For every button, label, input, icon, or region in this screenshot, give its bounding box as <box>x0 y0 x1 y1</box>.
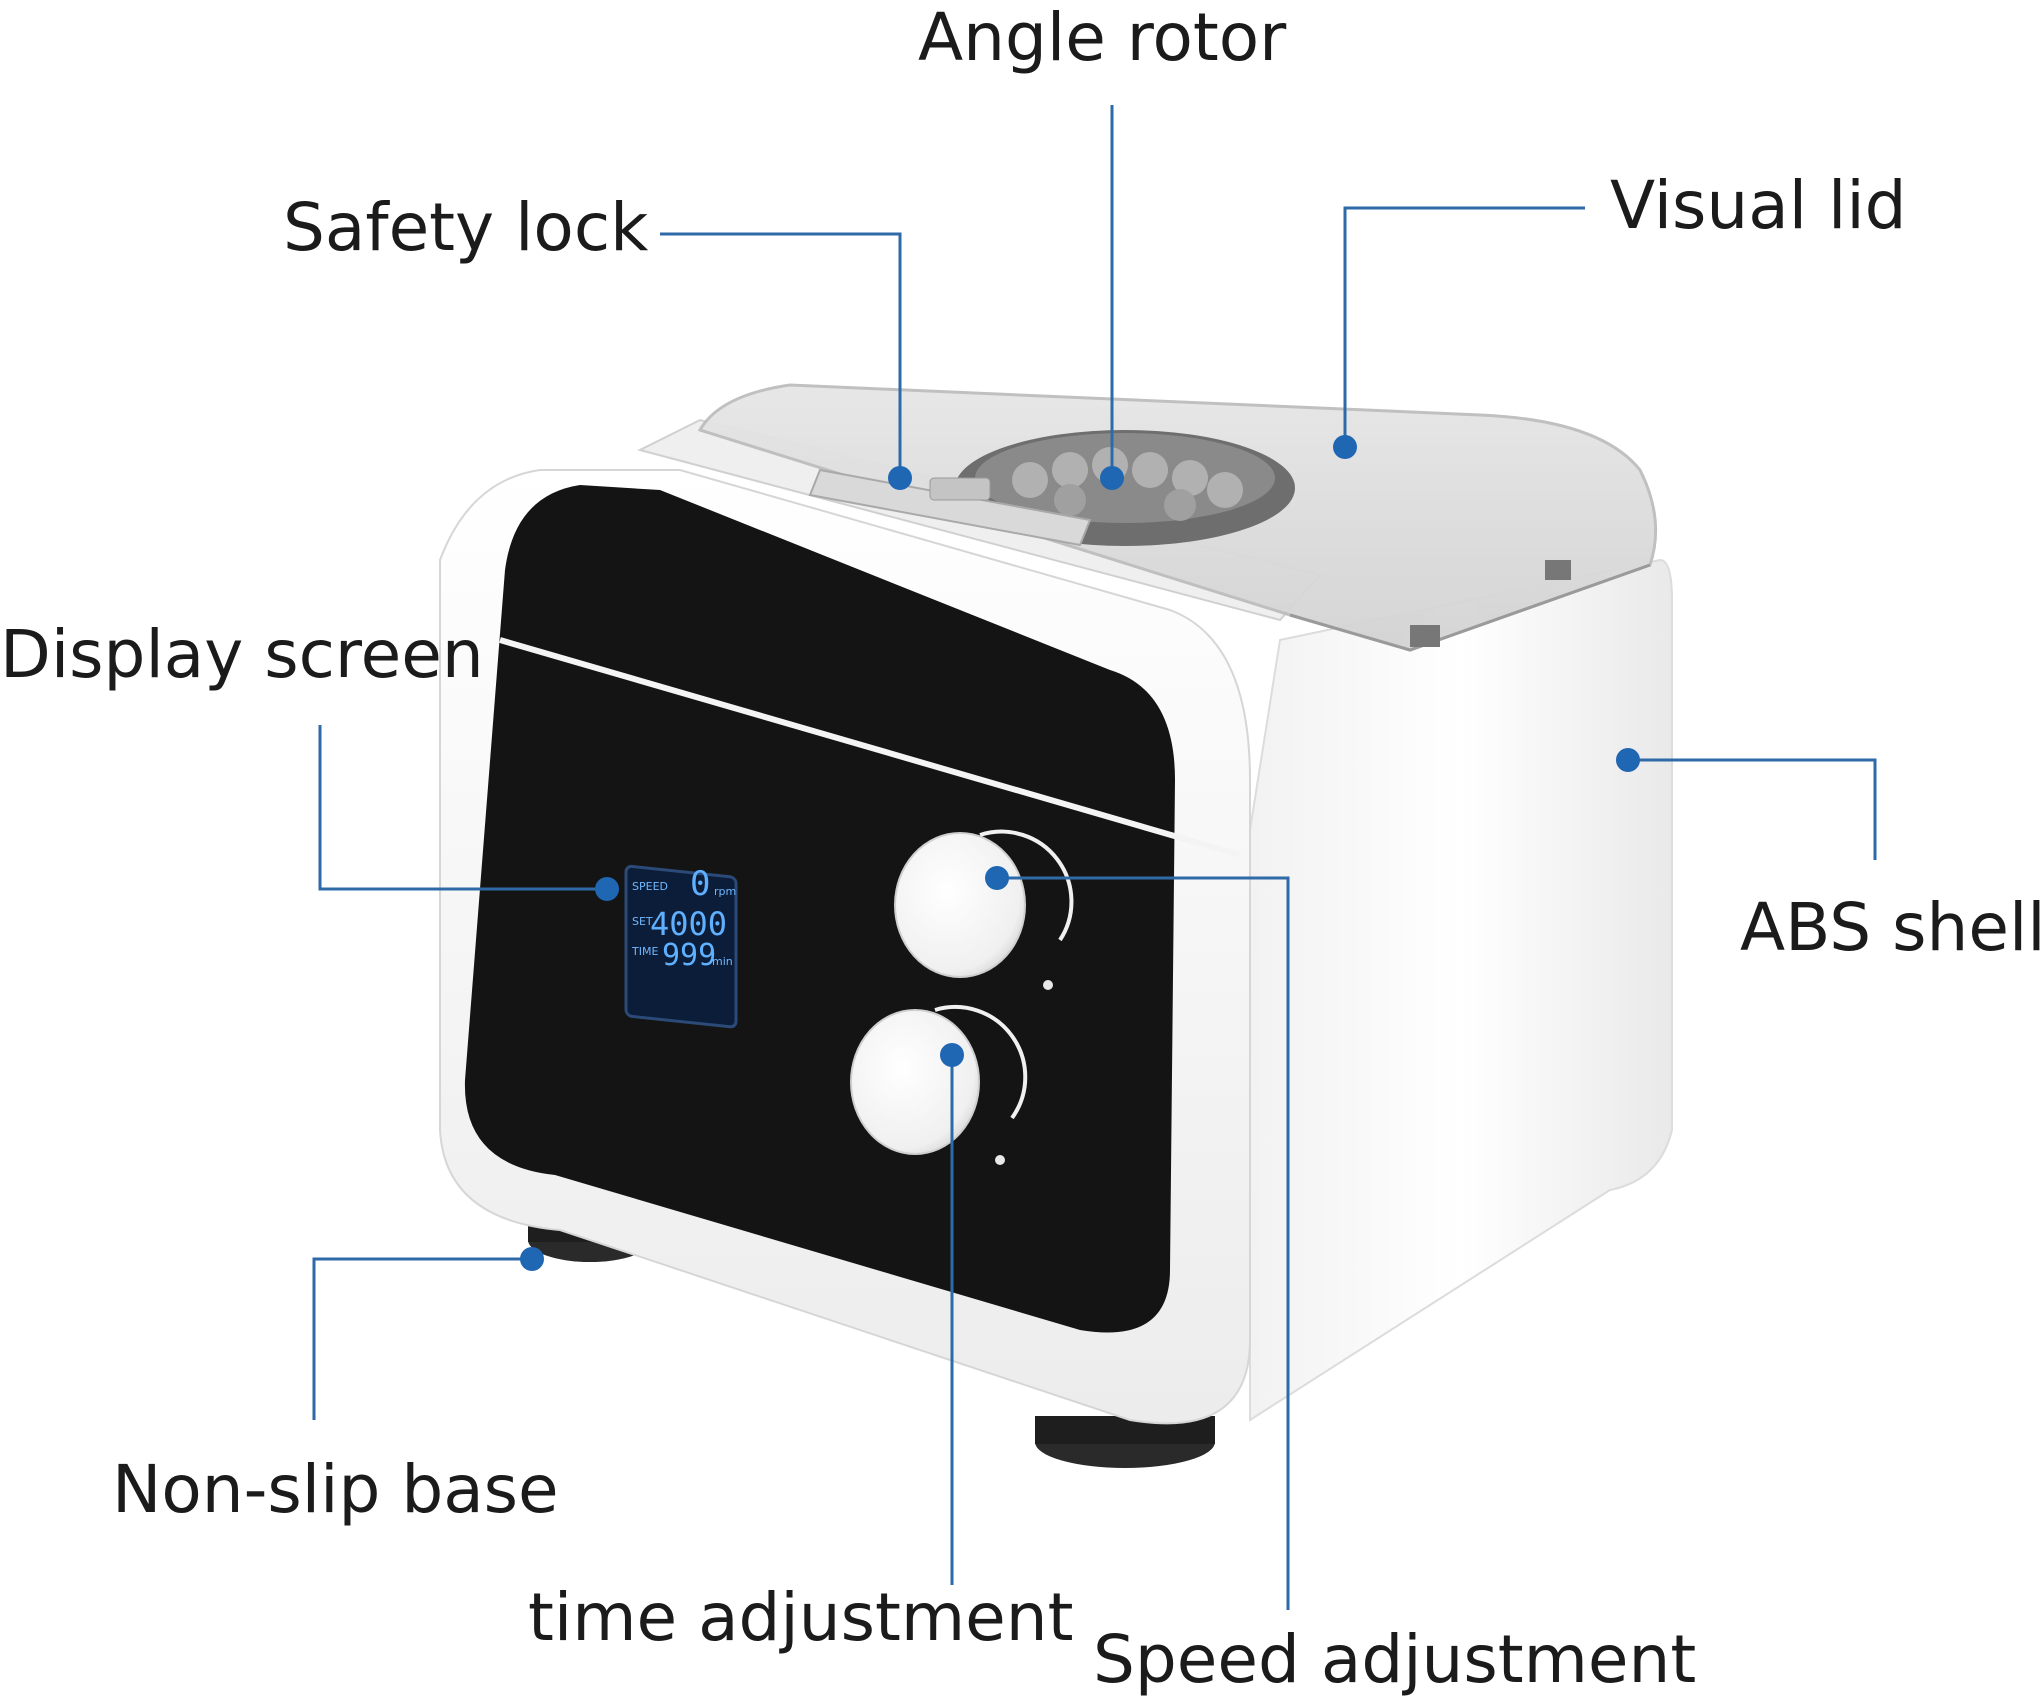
front-panel <box>464 485 1175 1333</box>
label-visual-lid: Visual lid <box>1610 167 1907 244</box>
lid-hinge-right <box>1545 560 1571 580</box>
callout-dot-visual-lid <box>1333 435 1357 459</box>
callout-dot-display-screen <box>595 877 619 901</box>
lid-hinge-left <box>1410 625 1440 647</box>
centrifuge-illustration: SPEED 0 rpm SET 4000 TIME 999 min <box>439 383 1673 1468</box>
callouts <box>312 105 1877 1610</box>
shell-right-side <box>1249 558 1673 1422</box>
lcd-time-label: TIME <box>631 945 658 958</box>
panel-seam <box>499 637 1241 858</box>
callout-dot-abs-shell <box>1616 748 1640 772</box>
lcd-speed-label: SPEED <box>632 880 668 893</box>
lcd-display: SPEED 0 rpm SET 4000 TIME 999 min <box>624 864 738 1029</box>
callout-line-display-screen <box>318 725 607 891</box>
lcd-set-value: 4000 <box>650 905 727 943</box>
label-speed-adjustment: Speed adjustment <box>1093 1621 1696 1698</box>
label-display-screen: Display screen <box>0 616 484 693</box>
safety-lock-plate <box>808 468 1092 547</box>
callout-line-abs-shell <box>1628 758 1877 860</box>
lcd-speed-value: 0 <box>690 864 710 904</box>
callout-line-speed-adjustment <box>997 876 1290 1610</box>
lcd-time-unit: min <box>712 955 733 968</box>
label-abs-shell: ABS shell <box>1740 889 2040 966</box>
callout-line-safety-lock <box>660 232 902 478</box>
lid-rim <box>1289 563 1651 652</box>
callout-line-visual-lid <box>1343 206 1585 447</box>
callout-line-non-slip-base <box>312 1257 532 1420</box>
callout-dot-time-adjustment <box>940 1043 964 1067</box>
lcd-set-label: SET <box>632 915 653 928</box>
callout-dot-speed-adjustment <box>985 866 1009 890</box>
safety-lock-latch <box>929 477 991 501</box>
label-angle-rotor: Angle rotor <box>918 0 1287 76</box>
label-time-adjustment: time adjustment <box>528 1579 1073 1656</box>
callout-dot-non-slip-base <box>520 1247 544 1271</box>
label-non-slip-base: Non-slip base <box>112 1451 559 1528</box>
lcd-speed-unit: rpm <box>714 885 736 898</box>
callout-dot-angle-rotor <box>1100 466 1124 490</box>
label-safety-lock: Safety lock <box>283 189 649 266</box>
callout-dot-safety-lock <box>888 466 912 490</box>
lcd-time-value: 999 <box>662 938 716 973</box>
